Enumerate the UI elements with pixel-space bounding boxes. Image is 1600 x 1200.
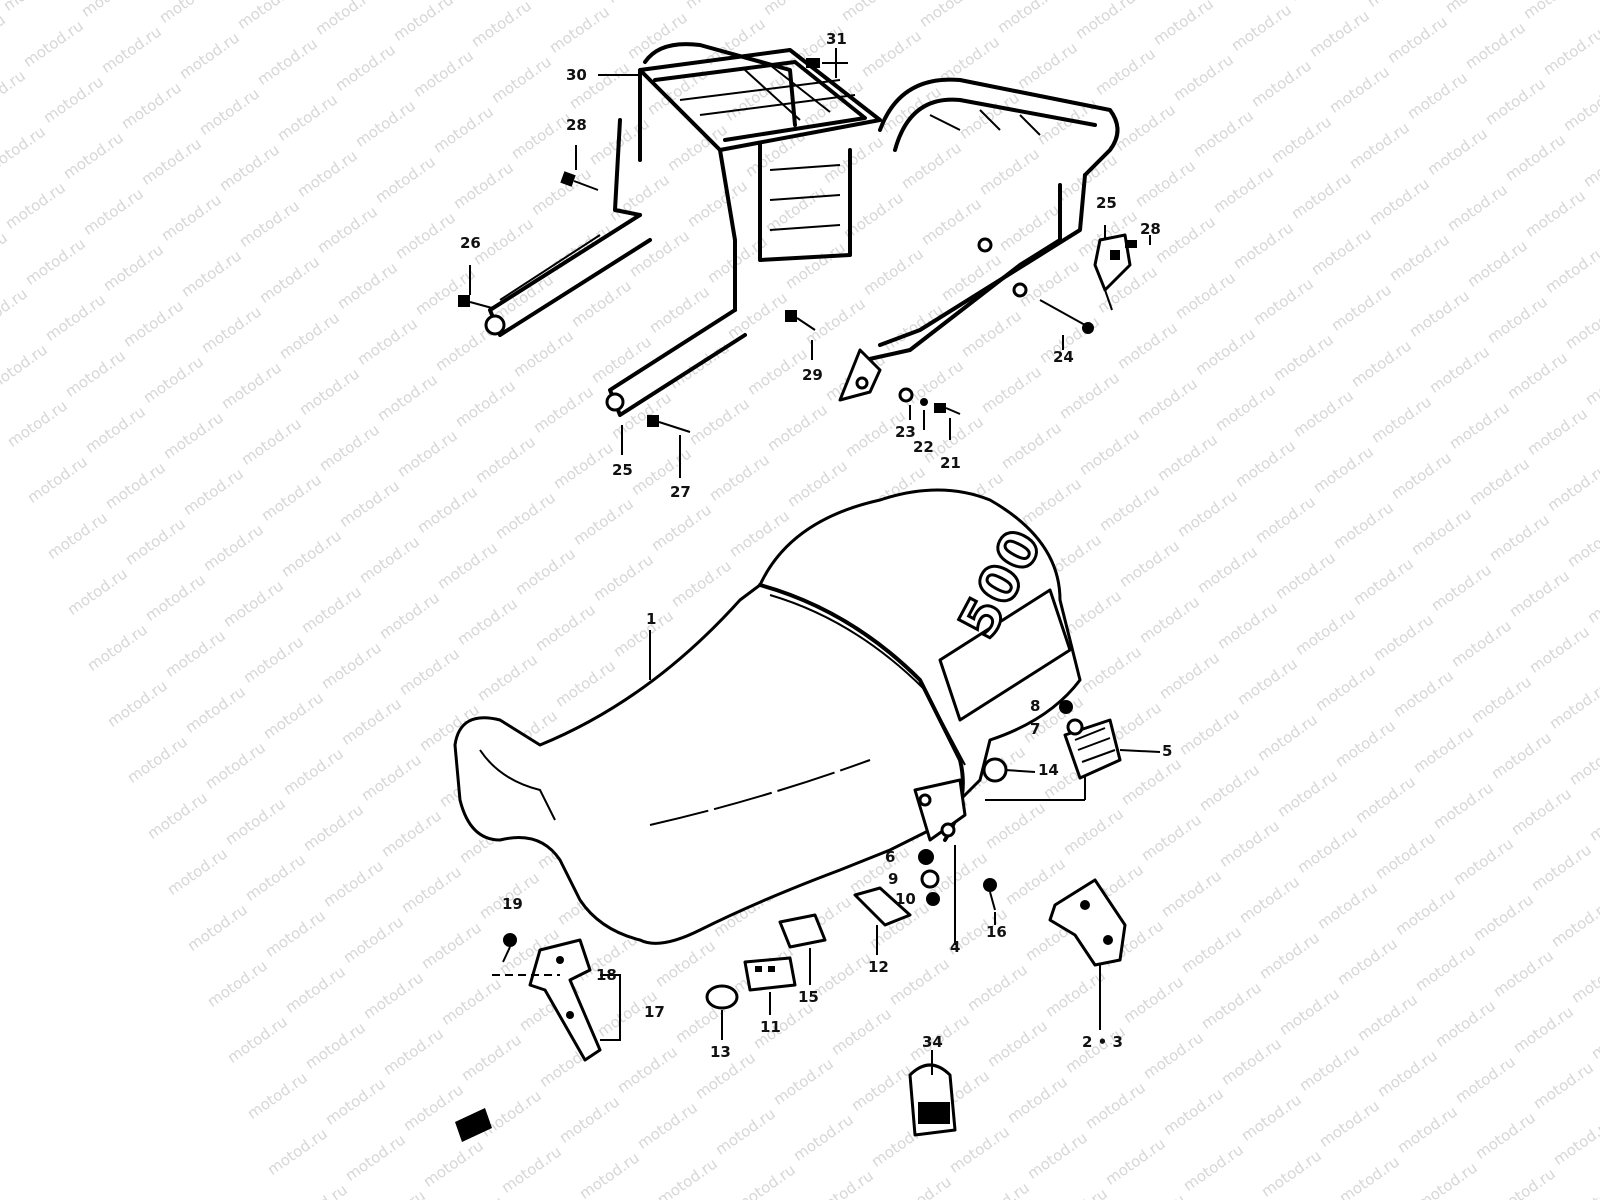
small-parts <box>455 48 1161 1142</box>
callout-19: 19 <box>502 895 523 913</box>
callout-24: 24 <box>1053 348 1074 366</box>
callout-15: 15 <box>798 988 819 1006</box>
callout-11: 11 <box>760 1018 781 1036</box>
callout-14: 14 <box>1038 761 1059 779</box>
callout-22: 22 <box>913 438 934 456</box>
callout-6: 6 <box>885 848 896 866</box>
rear-carrier-rack <box>458 42 882 433</box>
callout-25a: 25 <box>612 461 633 479</box>
callout-4: 4 <box>950 938 961 956</box>
callout-12: 12 <box>868 958 889 976</box>
callout-10: 10 <box>895 890 916 908</box>
callout-26: 26 <box>460 234 481 252</box>
callout-29: 29 <box>802 366 823 384</box>
callout-1: 1 <box>646 610 657 628</box>
callout-23: 23 <box>895 423 916 441</box>
callout-30: 30 <box>566 66 587 84</box>
callout-25b: 25 <box>1096 194 1117 212</box>
callout-28b: 28 <box>1140 220 1161 238</box>
callout-8: 8 <box>1030 697 1041 715</box>
callout-21: 21 <box>940 454 961 472</box>
callout-16: 16 <box>986 923 1007 941</box>
callout-7: 7 <box>1030 720 1041 738</box>
seat <box>453 488 1086 945</box>
callout-13: 13 <box>710 1043 731 1061</box>
callout-9: 9 <box>888 870 899 888</box>
rear-seat-frame <box>838 77 1137 415</box>
callout-27: 27 <box>670 483 691 501</box>
callout-17: 17 <box>644 1003 665 1021</box>
callout-34: 34 <box>922 1033 943 1051</box>
callout-2-3: 2 • 3 <box>1082 1033 1123 1051</box>
callout-31: 31 <box>826 30 847 48</box>
callout-28a: 28 <box>566 116 587 134</box>
callout-5: 5 <box>1162 742 1173 760</box>
callout-18: 18 <box>596 966 617 984</box>
